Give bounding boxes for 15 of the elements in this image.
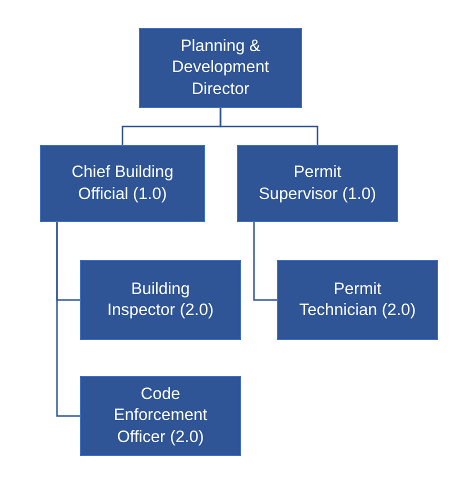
connector-line <box>220 108 318 145</box>
role-title: Permit Supervisor (1.0) <box>258 162 377 204</box>
org-box <box>80 260 241 340</box>
role-title: Code Enforcement Officer (2.0) <box>112 384 208 448</box>
org-box <box>40 145 205 222</box>
org-box <box>237 145 398 222</box>
role-title: Chief Building Official (1.0) <box>70 162 174 204</box>
connector-line <box>253 222 277 301</box>
role-title: Permit Technician (2.0) <box>298 278 417 321</box>
org-box <box>80 376 241 456</box>
org-box <box>139 28 302 108</box>
org-box <box>277 260 438 340</box>
role-title: Building Inspector (2.0) <box>106 278 215 321</box>
connector-line <box>56 222 80 417</box>
role-title: Planning & Development Director <box>170 36 270 100</box>
